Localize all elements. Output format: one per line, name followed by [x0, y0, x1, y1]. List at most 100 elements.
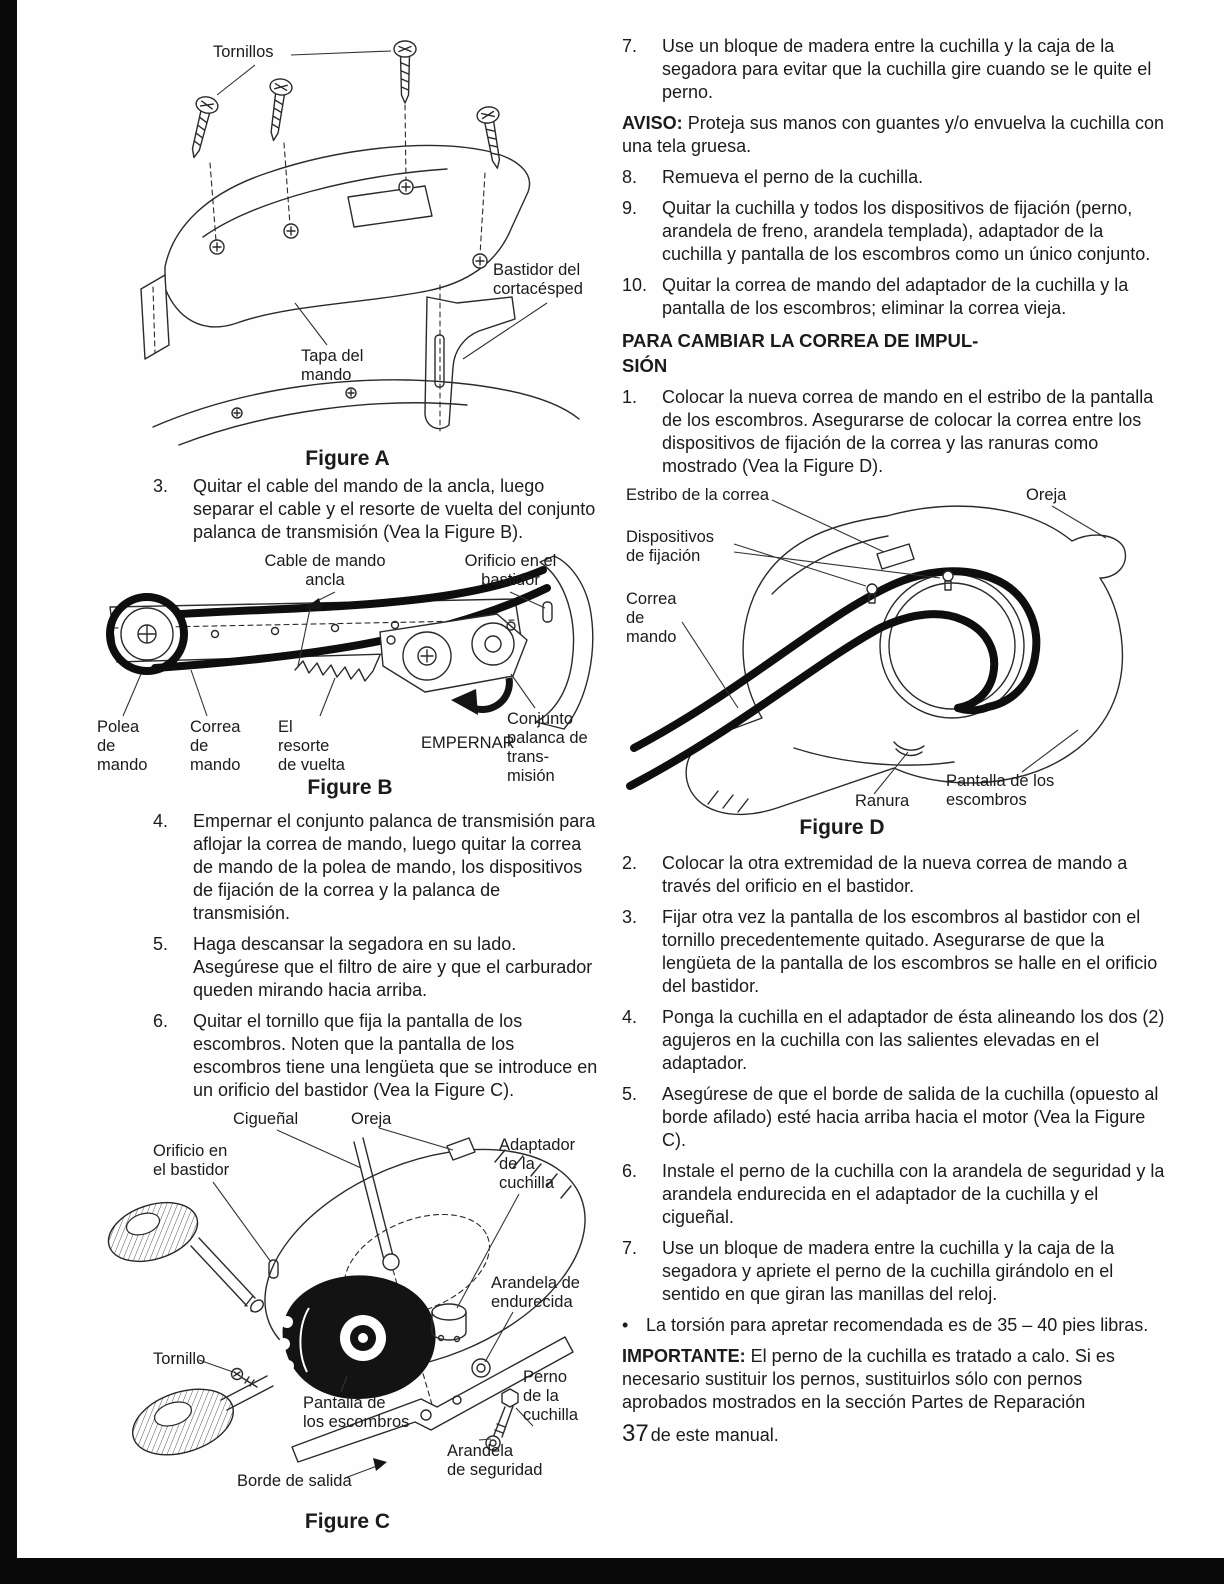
item-number: 4.	[622, 1007, 638, 1027]
page-number: 37	[622, 1420, 649, 1447]
instruction-item-10: 10. Quitar la correa de mando del adapta…	[622, 274, 1165, 320]
label-ranura: Ranura	[855, 792, 910, 810]
label-orificio-bastidor: Orificio en el bastidor	[464, 552, 557, 589]
label-orificio-en-el-bastidor: Orificio en el bastidor	[153, 1142, 230, 1179]
figure-b-caption: Figure B	[307, 776, 393, 799]
importante-label: IMPORTANTE:	[622, 1346, 746, 1366]
footer-row: 37 de este manual.	[622, 1422, 1165, 1447]
step-item-5: 5. Asegúrese de que el borde de salida d…	[622, 1083, 1165, 1152]
item-number: 3.	[622, 907, 638, 927]
item-text: Quitar la cuchilla y todos los dispositi…	[662, 198, 1151, 264]
label-arandela-seguridad: Arandela de seguridad	[447, 1442, 543, 1479]
importante-tail: de este manual.	[650, 1425, 779, 1445]
label-adaptador-cuchilla: Adaptador de la cuchilla	[499, 1136, 576, 1192]
label-empernar: EMPERNAR	[421, 734, 515, 752]
item-number: 5.	[622, 1084, 638, 1104]
figure-a: Tornillos Bastidor del cortacésped Tapa …	[95, 35, 600, 475]
item-number: 10.	[622, 275, 648, 295]
item-number: 7.	[622, 36, 638, 56]
importante-note: IMPORTANTE: El perno de la cuchilla es t…	[622, 1345, 1165, 1414]
instruction-item-8: 8. Remueva el perno de la cuchilla.	[622, 166, 1165, 189]
label-oreja: Oreja	[1026, 486, 1067, 504]
figure-d-caption: Figure D	[799, 816, 885, 839]
label-bastidor-cortacesped: Bastidor del cortacésped	[493, 261, 583, 298]
figure-b: Cable de mando ancla Orificio en el bast…	[95, 552, 600, 804]
label-pantalla-escombros: Pantalla de los escombros	[303, 1394, 410, 1431]
label-tornillos: Tornillos	[213, 43, 274, 61]
item-number: 5.	[153, 934, 169, 954]
figure-d-drawing	[626, 499, 1127, 816]
item-text: Colocar la nueva correa de mando en el e…	[662, 387, 1154, 476]
item-text: Colocar la otra extremidad de la nueva c…	[662, 853, 1128, 896]
label-ciguenal: Cigueñal	[233, 1110, 299, 1128]
label-estribo-correa: Estribo de la correa	[626, 486, 770, 504]
step-item-4: 4. Ponga la cuchilla en el adaptador de …	[622, 1006, 1165, 1075]
label-tapa-del-mando: Tapa del mando	[301, 347, 364, 384]
instruction-item-7: 7. Use un bloque de madera entre la cuch…	[622, 35, 1165, 104]
section-heading-cambiar-correa: PARA CAMBIAR LA CORREA DE IMPUL- SIÓN	[622, 330, 979, 376]
item-number: 7.	[622, 1238, 638, 1258]
item-text: Haga descansar la segadora en su lado. A…	[193, 934, 593, 1000]
label-correa-de-mando: Correa de mando	[626, 590, 677, 646]
figure-c: Cigueñal Oreja Orificio en el bastidor A…	[95, 1110, 600, 1538]
right-column: 7. Use un bloque de madera entre la cuch…	[622, 35, 1165, 1447]
label-borde-de-salida: Borde de salida	[237, 1472, 352, 1490]
label-resorte-de-vuelta: El resorte de vuelta	[278, 718, 345, 774]
item-number: 2.	[622, 853, 638, 873]
item-number: 6.	[622, 1161, 638, 1181]
left-column: Tornillos Bastidor del cortacésped Tapa …	[95, 35, 600, 1538]
item-text: Ponga la cuchilla en el adaptador de ést…	[662, 1007, 1165, 1073]
bullet-text: La torsión para apretar recomendada es d…	[646, 1315, 1149, 1335]
label-oreja: Oreja	[351, 1110, 392, 1128]
step-item-7: 7. Use un bloque de madera entre la cuch…	[622, 1237, 1165, 1306]
item-text: Quitar la correa de mando del adaptador …	[662, 275, 1129, 318]
item-text: Empernar el conjunto palanca de transmis…	[193, 811, 596, 923]
label-conjunto-palanca: Conjunto palanca de trans- misión	[507, 710, 588, 785]
step-item-3: 3. Fijar otra vez la pantalla de los esc…	[622, 906, 1165, 998]
label-pantalla-escombros: Pantalla de los escombros	[946, 772, 1055, 809]
label-cable-mando-ancla: Cable de mando ancla	[264, 552, 386, 589]
scan-edge-bottom	[0, 1558, 1224, 1584]
figure-c-caption: Figure C	[304, 1510, 391, 1533]
figure-d: Estribo de la correa Oreja Dispositivos …	[622, 486, 1165, 844]
aviso-label: AVISO:	[622, 113, 683, 133]
instruction-item-6: 6. Quitar el tornillo que fija la pantal…	[95, 1010, 600, 1102]
instruction-item-9: 9. Quitar la cuchilla y todos los dispos…	[622, 197, 1165, 266]
scan-edge-left	[0, 0, 17, 1584]
item-text: Quitar el tornillo que fija la pantalla …	[193, 1011, 598, 1100]
item-number: 9.	[622, 198, 638, 218]
item-number: 1.	[622, 387, 638, 407]
figure-b-drawing	[106, 555, 594, 730]
item-number: 8.	[622, 167, 638, 187]
label-polea-de-mando: Polea de mando	[97, 718, 148, 774]
bullet-marker: •	[622, 1315, 629, 1335]
instruction-item-5: 5. Haga descansar la segadora en su lado…	[95, 933, 600, 1002]
item-text: Use un bloque de madera entre la cuchill…	[662, 36, 1152, 102]
label-perno-cuchilla: Perno de la cuchilla	[523, 1368, 579, 1424]
item-number: 3.	[153, 476, 169, 496]
step-item-2: 2. Colocar la otra extremidad de la nuev…	[622, 852, 1165, 898]
instruction-item-3: 3. Quitar el cable del mando de la ancla…	[95, 475, 600, 544]
figure-a-drawing	[140, 40, 580, 446]
item-text: Asegúrese de que el borde de salida de l…	[662, 1084, 1159, 1150]
item-text: Instale el perno de la cuchilla con la a…	[662, 1161, 1165, 1227]
item-number: 6.	[153, 1011, 169, 1031]
label-arandela-endurecida: Arandela de endurecida	[491, 1274, 580, 1311]
label-correa-de-mando: Correa de mando	[190, 718, 241, 774]
step-item-6: 6. Instale el perno de la cuchilla con l…	[622, 1160, 1165, 1229]
item-text: Remueva el perno de la cuchilla.	[662, 167, 924, 187]
aviso-text: Proteja sus manos con guantes y/o envuel…	[622, 113, 1164, 156]
torque-bullet: • La torsión para apretar recomendada es…	[622, 1314, 1165, 1337]
item-text: Fijar otra vez la pantalla de los escomb…	[662, 907, 1158, 996]
item-text: Use un bloque de madera entre la cuchill…	[662, 1238, 1115, 1304]
step-item-1: 1. Colocar la nueva correa de mando en e…	[622, 386, 1165, 478]
item-text: Quitar el cable del mando de la ancla, l…	[193, 476, 596, 542]
aviso-note: AVISO: Proteja sus manos con guantes y/o…	[622, 112, 1165, 158]
item-number: 4.	[153, 811, 169, 831]
label-dispositivos-fijacion: Dispositivos de fijación	[626, 528, 715, 565]
importante-text: El perno de la cuchilla es tratado a cal…	[622, 1346, 1115, 1412]
label-tornillo: Tornillo	[153, 1350, 206, 1368]
figure-a-caption: Figure A	[305, 447, 390, 470]
figure-c-drawing	[107, 1127, 586, 1479]
